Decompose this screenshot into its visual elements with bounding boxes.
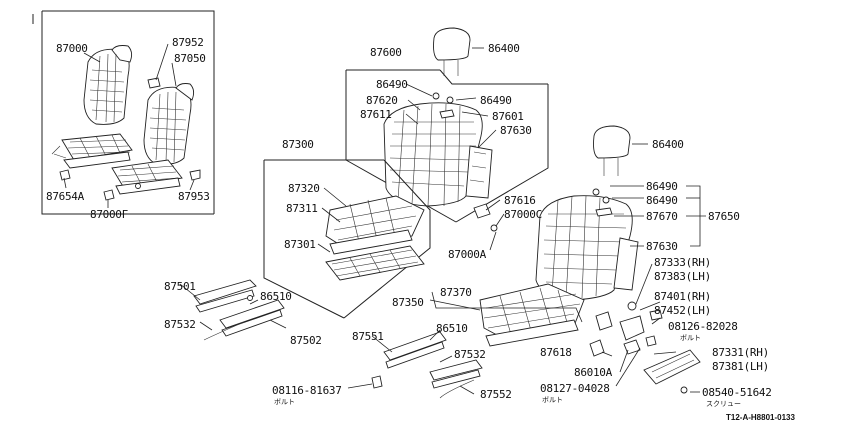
reference-code: T12-A-H8801-0133 [726, 413, 795, 422]
cushion-leaders [317, 187, 347, 253]
label-87331-rh: 87331(RH) [712, 346, 769, 359]
right-headrest [593, 125, 648, 176]
cushion-parts [325, 195, 425, 281]
label-87320: 87320 [288, 182, 320, 195]
label-87630-a: 87630 [500, 124, 532, 137]
note-bolt-2: ボルト [274, 398, 295, 406]
label-08127-04028: 08127-04028 [540, 382, 610, 395]
note-bolt-1: ボルト [680, 334, 701, 342]
label-87381-lh: 87381(LH) [712, 360, 769, 373]
label-87616: 87616 [504, 194, 536, 207]
label-86400-top: 86400 [488, 42, 520, 55]
label-87953: 87953 [178, 190, 210, 203]
label-08540-51642: 08540-51642 [702, 386, 772, 399]
label-87601: 87601 [492, 110, 524, 123]
note-bolt-3: ボルト [542, 396, 563, 404]
label-86010A: 86010A [574, 366, 613, 379]
label-87050: 87050 [174, 52, 206, 65]
inset-box [32, 10, 215, 215]
label-87452-lh: 87452(LH) [654, 304, 711, 317]
label-87654A: 87654A [46, 190, 85, 203]
label-86490-d: 86490 [646, 194, 678, 207]
label-87600: 87600 [370, 46, 402, 59]
label-87370: 87370 [440, 286, 472, 299]
label-87670: 87670 [646, 210, 678, 223]
label-87502: 87502 [290, 334, 322, 347]
inset-seat-right [111, 83, 195, 195]
label-08116-81637: 08116-81637 [272, 384, 342, 397]
label-87333-rh: 87333(RH) [654, 256, 711, 269]
right-leaders [429, 185, 706, 393]
label-87532-b: 87532 [454, 348, 486, 361]
label-87552: 87552 [480, 388, 512, 401]
label-87650: 87650 [708, 210, 740, 223]
right-seatback [535, 188, 639, 301]
label-86400-right: 86400 [652, 138, 684, 151]
seatback-leaders [405, 47, 497, 149]
label-08126-82028: 08126-82028 [668, 320, 738, 333]
label-87300: 87300 [282, 138, 314, 151]
label-87383-lh: 87383(LH) [654, 270, 711, 283]
label-87401-rh: 87401(RH) [654, 290, 711, 303]
seatback-frame [383, 92, 493, 207]
note-screw: スクリュー [706, 400, 741, 408]
label-86490-a: 86490 [376, 78, 408, 91]
label-86490-b: 86490 [480, 94, 512, 107]
rails-left [179, 279, 287, 341]
center-bolts [473, 199, 505, 251]
label-86490-c: 86490 [646, 180, 678, 193]
label-87501: 87501 [164, 280, 196, 293]
label-87611: 87611 [360, 108, 392, 121]
label-87618: 87618 [540, 346, 572, 359]
right-mechanism [589, 301, 701, 394]
label-87311: 87311 [286, 202, 318, 215]
part-labels: 87000 87952 87050 87654A 87000F 87953 87… [46, 36, 795, 422]
label-87000F: 87000F [90, 208, 128, 221]
inset-leaders [63, 43, 195, 208]
right-cushion [479, 283, 585, 347]
label-87000C: 87000C [504, 208, 542, 221]
label-87000A: 87000A [448, 248, 487, 261]
rails-center [347, 329, 483, 399]
label-87620: 87620 [366, 94, 398, 107]
inset-seat-left [51, 45, 133, 169]
headrest-top [433, 27, 471, 76]
label-87532-a: 87532 [164, 318, 196, 331]
inset-small-parts [59, 77, 201, 201]
label-87350: 87350 [392, 296, 424, 309]
label-87952: 87952 [172, 36, 204, 49]
label-86510-a: 86510 [260, 290, 292, 303]
cushion-box [263, 159, 431, 319]
label-87551: 87551 [352, 330, 384, 343]
label-87301: 87301 [284, 238, 316, 251]
label-87000: 87000 [56, 42, 88, 55]
label-87630-b: 87630 [646, 240, 678, 253]
label-86510-b: 86510 [436, 322, 468, 335]
